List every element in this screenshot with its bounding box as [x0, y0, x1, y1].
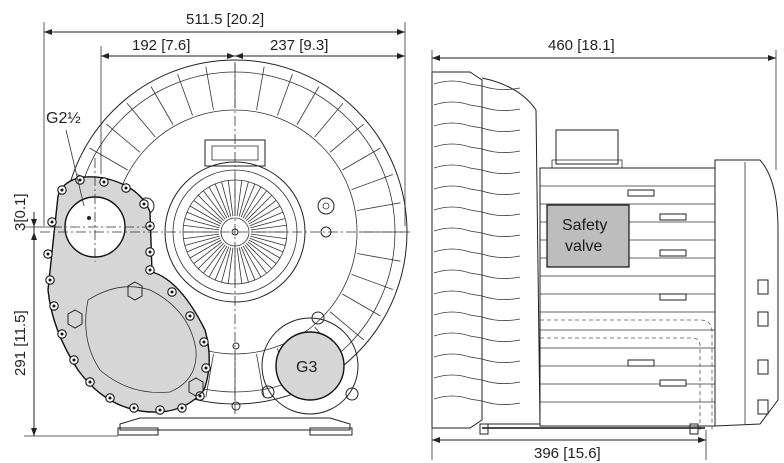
cover-bolts: [43, 175, 211, 415]
side-view: Safety valve: [431, 71, 779, 435]
side-ribs: [433, 80, 521, 405]
label-safety-valve-2: valve: [565, 238, 602, 255]
dim-side-length: 460 [18.1]: [548, 37, 615, 54]
motor-end-cap: [714, 159, 779, 427]
dim-right-width: 237 [9.3]: [270, 37, 328, 54]
dim-foot-spacing: 396 [15.6]: [534, 445, 601, 462]
side-dimensions: 460 [18.1] 396 [15.6]: [431, 37, 777, 462]
dim-overall-width: 511.5 [20.2]: [186, 11, 264, 28]
front-view: [40, 59, 412, 436]
dim-left-width: 192 [7.6]: [132, 37, 190, 54]
dim-offset-small: 3[0.1]: [12, 193, 29, 231]
safety-valve: [546, 204, 630, 268]
outlet-port-circle: [275, 331, 345, 401]
motor-fins: [540, 185, 715, 403]
dim-center-height: 291 [11.5]: [12, 310, 29, 376]
outlet-housing: [261, 317, 359, 415]
side-terminal-box: [555, 129, 619, 165]
side-fan-housing: [431, 71, 483, 429]
label-outlet-port: G3: [296, 359, 317, 376]
base-foot: [119, 417, 351, 431]
front-dimensions: 511.5 [20.2] 192 [7.6] 237 [9.3] 3[0.1] …: [12, 11, 406, 437]
label-safety-valve-1: Safety: [562, 217, 607, 234]
label-inlet-port: G2½: [46, 110, 81, 127]
